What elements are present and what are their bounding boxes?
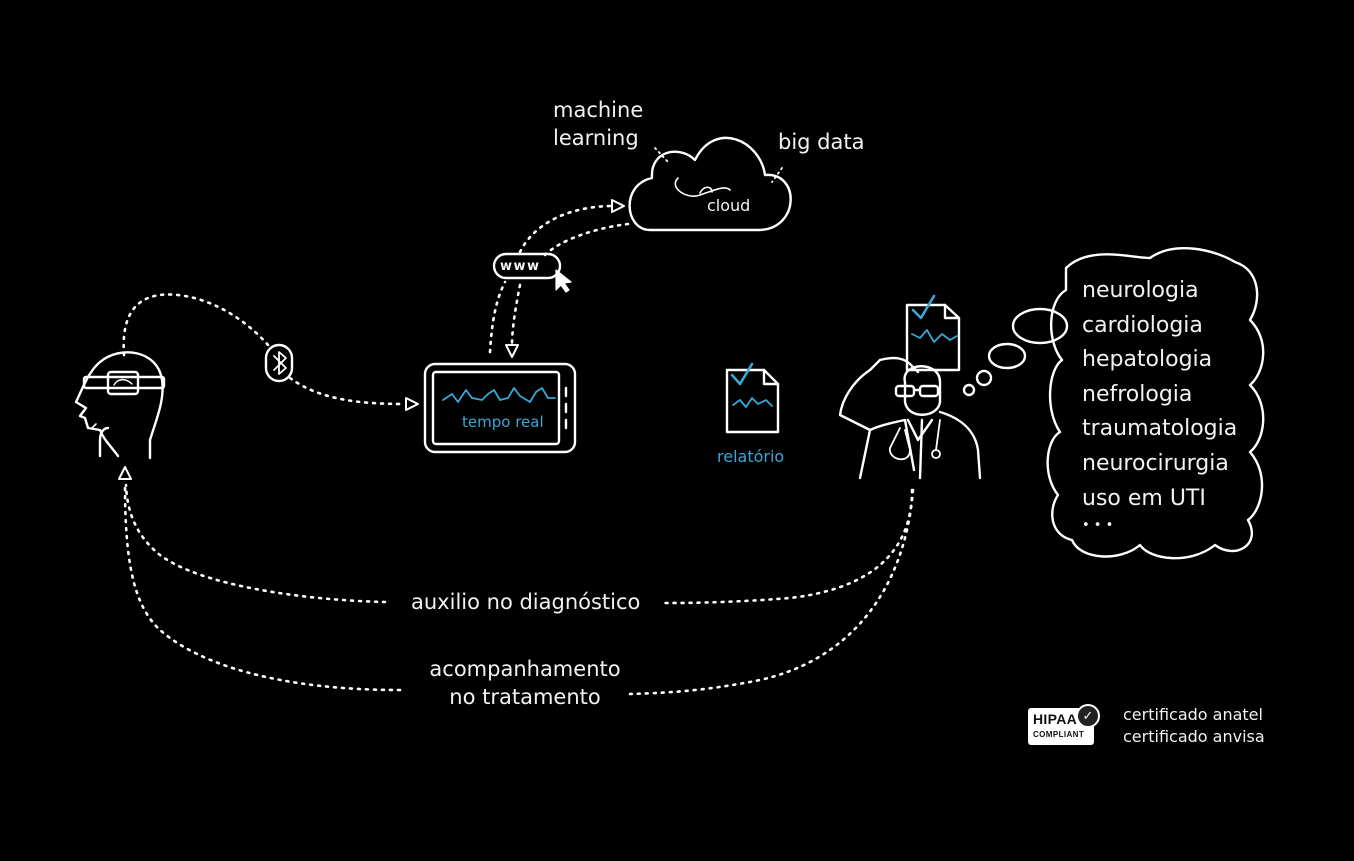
- cloud-icon: [628, 136, 792, 232]
- specialty-item: nefrologia: [1082, 381, 1193, 407]
- machine-learning-line2: learning: [553, 126, 639, 150]
- machine-learning-line1: machine: [553, 98, 644, 122]
- certifications: certificado anatel certificado anvisa: [1123, 704, 1265, 748]
- bluetooth-icon: [264, 343, 294, 383]
- connector-head-bluetooth: [122, 293, 270, 357]
- checkmark-icon: ✓: [1076, 704, 1100, 728]
- cloud-label: cloud: [707, 196, 751, 215]
- doctor-icon: [838, 294, 982, 480]
- hipaa-text: HIPAA: [1033, 711, 1078, 727]
- connector-treatment-left: [123, 483, 402, 692]
- certification-anvisa: certificado anvisa: [1123, 727, 1265, 746]
- connector-cloud-www: [543, 222, 630, 257]
- www-icon: [492, 252, 572, 293]
- patient-head-icon: [74, 351, 166, 460]
- arrow-to-tablet-icon: [405, 397, 419, 411]
- specialty-item: hepatologia: [1082, 347, 1213, 373]
- www-label: www: [500, 259, 541, 274]
- certification-anatel: certificado anatel: [1123, 705, 1263, 724]
- specialty-item: uso em UTI: [1082, 485, 1206, 511]
- specialty-item: traumatologia: [1082, 416, 1238, 442]
- connector-diagnosis-left: [124, 483, 387, 604]
- thought-bubble-icon: [962, 246, 1265, 560]
- tablet-icon: [423, 362, 577, 454]
- machine-learning-label: machine learning: [553, 96, 643, 152]
- arrow-heads: [118, 199, 625, 480]
- specialty-item: cardiologia: [1082, 312, 1203, 338]
- connector-treatment-right: [628, 488, 915, 696]
- specialty-item: neurocirurgia: [1082, 450, 1229, 476]
- big-data-label: big data: [778, 130, 865, 154]
- treatment-label: acompanhamento no tratamento: [420, 655, 630, 711]
- compliant-text: COMPLIANT: [1033, 730, 1085, 739]
- treatment-line2: no tratamento: [449, 685, 601, 709]
- connector-tablet-www: [488, 280, 507, 354]
- realtime-waveform: [442, 387, 556, 403]
- specialty-item: neurologia: [1082, 278, 1199, 303]
- connector-bluetooth-tablet: [288, 376, 407, 406]
- specialty-ellipsis: • • •: [1082, 518, 1114, 534]
- relatorio-label: relatório: [717, 447, 785, 466]
- connector-www-tablet: [510, 283, 522, 347]
- treatment-line1: acompanhamento: [429, 657, 621, 681]
- tempo-real-label: tempo real: [462, 413, 544, 431]
- diagnosis-label: auxilio no diagnóstico: [411, 590, 641, 614]
- report-document-icon: [725, 362, 780, 434]
- connector-diagnosis-right: [663, 488, 914, 605]
- dotted-connectors: [122, 204, 915, 696]
- specialties-list: neurologia cardiologia hepatologia nefro…: [1082, 274, 1237, 536]
- arrow-to-tablet-down-icon: [505, 344, 519, 358]
- arrow-to-cloud-icon: [611, 199, 625, 213]
- connector-www-cloud: [518, 204, 612, 254]
- arrow-to-head-icon: [118, 466, 132, 480]
- hipaa-compliant-badge: HIPAA COMPLIANT ✓: [1028, 704, 1100, 745]
